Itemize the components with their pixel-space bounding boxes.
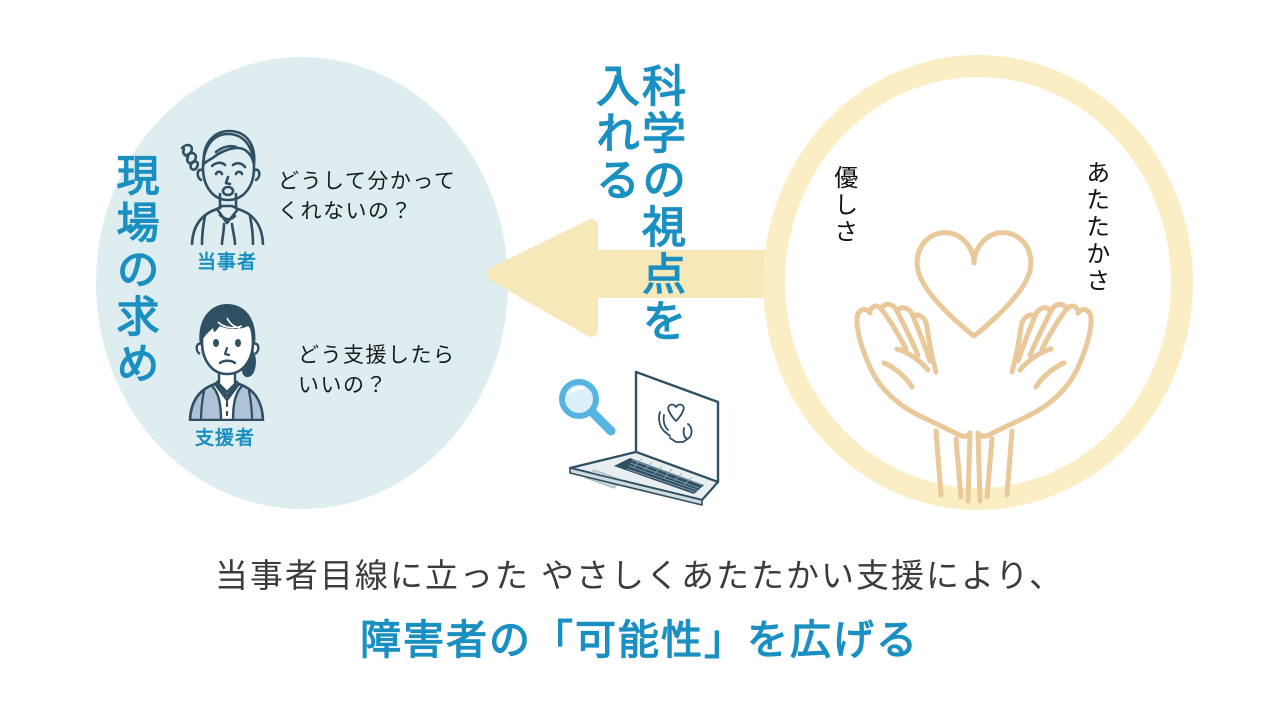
caption-line-2: 障害者の「可能性」を広げる (360, 617, 919, 663)
person-label-toujisha: 当事者 (196, 252, 257, 273)
hands-holding-heart-icon (840, 215, 1108, 505)
person-block-toujisha: 当事者 (172, 120, 282, 274)
person-block-shiensha: 支援者 (170, 296, 280, 450)
supporter-person-icon (170, 296, 280, 422)
speech-text-shiensha: どう支援したら いいの？ (298, 344, 456, 397)
worried-person-icon (172, 120, 282, 246)
left-circle-vertical-title: 現場の求め (110, 153, 158, 388)
person-label-shiensha: 支援者 (194, 428, 255, 449)
left-arrow-icon (480, 218, 782, 338)
laptop-with-heart-hands-icon (552, 360, 752, 520)
right-circle-label-atatakasa: あたたかさ (1081, 160, 1109, 295)
center-vertical-text-right: 科学の視点を (635, 63, 684, 345)
right-circle-label-yasashisa: 優しさ (829, 165, 857, 246)
speech-text-toujisha: どうして分かって くれないの？ (278, 170, 457, 223)
magnifier-icon (559, 379, 616, 436)
center-vertical-text-left: 入れる (589, 63, 638, 204)
caption-line-1: 当事者目線に立った やさしくあたたかい支援により、 (214, 557, 1065, 594)
left-circle-background (96, 57, 508, 509)
